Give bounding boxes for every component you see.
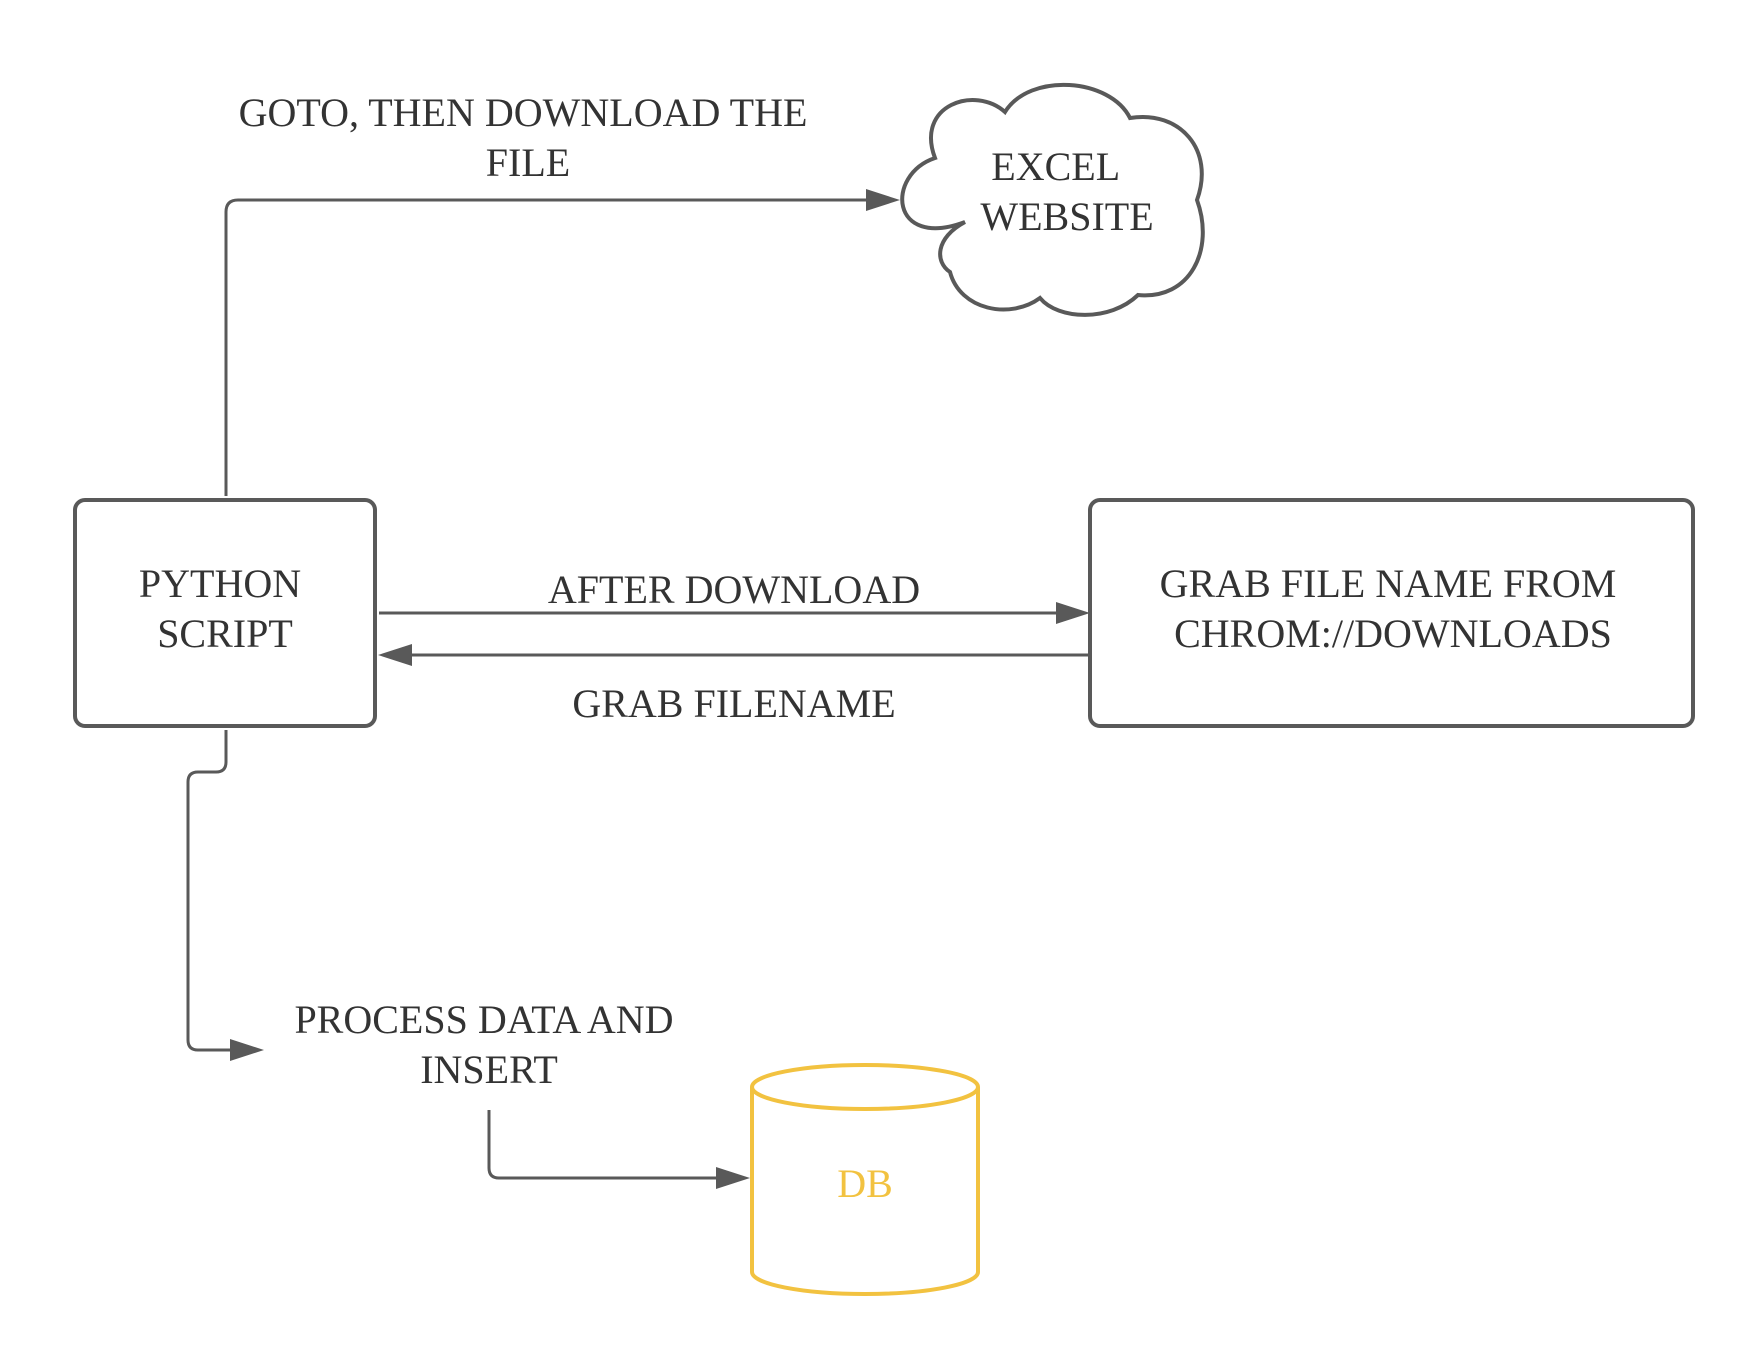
node-python-script-label: PYTHON SCRIPT <box>139 561 311 656</box>
edge-process-data-line <box>186 730 232 1052</box>
cloud-icon <box>900 82 1205 317</box>
edge-insert-db-arrowhead <box>716 1167 750 1189</box>
node-python-script: PYTHON SCRIPT <box>73 498 377 728</box>
edge-process-data: PROCESS DATA AND INSERT <box>186 730 683 1092</box>
edge-goto-download-line <box>224 198 868 496</box>
edge-goto-download-label-line2: FILE <box>486 140 570 185</box>
edge-goto-download: GOTO, THEN DOWNLOAD THE FILE <box>224 90 900 496</box>
node-excel-website-label-line1: EXCEL <box>991 144 1118 189</box>
node-excel-website: EXCEL WEBSITE <box>900 82 1205 317</box>
node-database: DB <box>750 1063 980 1296</box>
node-grab-file-name-label-line1: GRAB FILE NAME FROM <box>1160 561 1617 606</box>
edge-grab-filename-label: GRAB FILENAME <box>572 681 895 726</box>
node-grab-file-name-label: GRAB FILE NAME FROM CHROM://DOWNLOADS <box>1160 561 1627 656</box>
node-python-script-box <box>73 498 377 728</box>
edge-grab-filename: GRAB FILENAME <box>378 644 1088 726</box>
edge-grab-filename-arrowhead <box>378 644 412 666</box>
database-icon-rim <box>750 1086 980 1111</box>
edge-insert-db <box>487 1110 750 1189</box>
edge-insert-db-line <box>487 1110 718 1180</box>
edge-process-data-label-line2: INSERT <box>420 1047 558 1092</box>
edge-goto-download-label: GOTO, THEN DOWNLOAD THE FILE <box>239 90 818 185</box>
edge-process-data-label-line1: PROCESS DATA AND <box>294 997 673 1042</box>
node-excel-website-label-line2: WEBSITE <box>980 194 1153 239</box>
node-grab-file-name: GRAB FILE NAME FROM CHROM://DOWNLOADS <box>1088 498 1695 728</box>
edge-goto-download-label-line1: GOTO, THEN DOWNLOAD THE <box>239 90 808 135</box>
edge-process-data-label: PROCESS DATA AND INSERT <box>294 997 683 1092</box>
edge-after-download-label: AFTER DOWNLOAD <box>548 567 920 612</box>
node-grab-file-name-label-line2: CHROM://DOWNLOADS <box>1174 611 1612 656</box>
database-icon <box>750 1063 980 1296</box>
edge-after-download: AFTER DOWNLOAD <box>379 567 1090 624</box>
node-database-label: DB <box>837 1161 893 1206</box>
node-python-script-label-line2: SCRIPT <box>157 611 293 656</box>
node-python-script-label-line1: PYTHON <box>139 561 301 606</box>
edge-goto-download-arrowhead <box>866 189 900 211</box>
edge-after-download-arrowhead <box>1056 602 1090 624</box>
edge-process-data-arrowhead <box>230 1039 264 1061</box>
node-excel-website-label: EXCEL WEBSITE <box>980 144 1153 239</box>
